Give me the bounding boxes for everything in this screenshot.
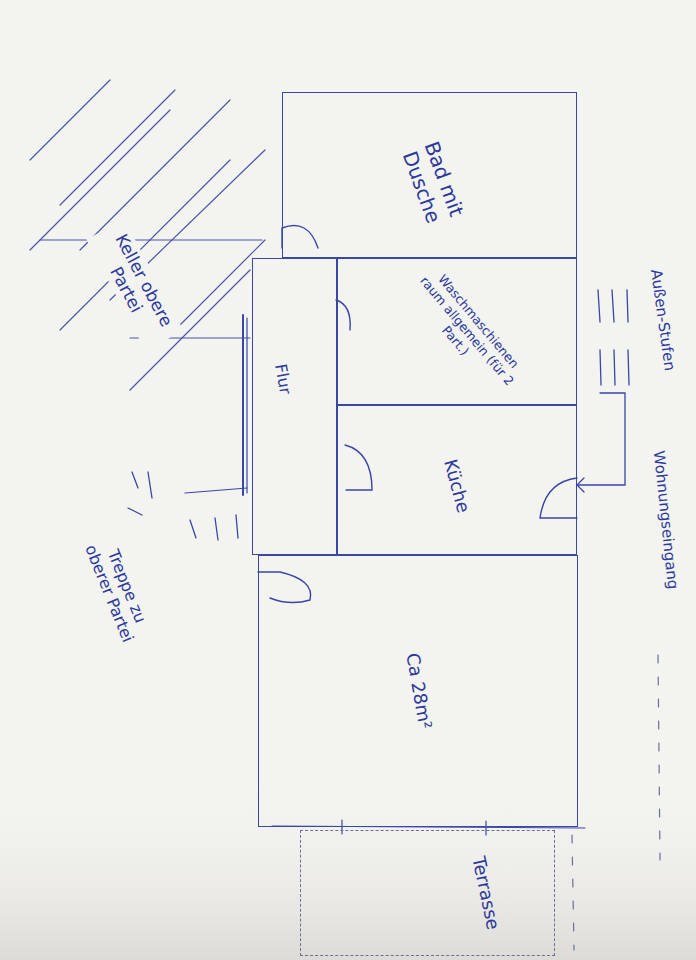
- living-room: Ca 28m²: [258, 555, 578, 827]
- cellar-hatching: [30, 80, 265, 390]
- room-label: Waschmaschienen raum allgemein (für 2 Pa…: [401, 259, 532, 403]
- entrance-marker: [577, 290, 629, 492]
- room-label: Bad mit Dusche: [387, 111, 478, 254]
- terrace: Terrasse: [300, 830, 555, 956]
- laundry-room: Waschmaschienen raum allgemein (für 2 Pa…: [336, 258, 577, 405]
- corridor-wall: [185, 315, 247, 495]
- door-swings: [258, 226, 577, 603]
- hallway: Flur: [252, 258, 338, 555]
- room-label: Terrasse: [464, 837, 508, 949]
- stair-ticks: [128, 472, 238, 540]
- bathroom-room: Bad mit Dusche: [282, 92, 577, 258]
- cellar-label: Keller obere Partei: [87, 219, 184, 350]
- stair-label: Treppe zu oberer Partei: [74, 519, 162, 660]
- terrace-ticks: [272, 820, 585, 835]
- entrance-label: Wohnungseingang: [645, 417, 686, 624]
- dashed-guide: [572, 655, 660, 950]
- room-label: Ca 28m²: [399, 635, 439, 747]
- steps-label: Außen-Stufen: [643, 246, 683, 393]
- room-label: Küche: [436, 445, 478, 528]
- room-label: Flur: [268, 348, 297, 410]
- kitchen-room: Küche: [336, 405, 577, 555]
